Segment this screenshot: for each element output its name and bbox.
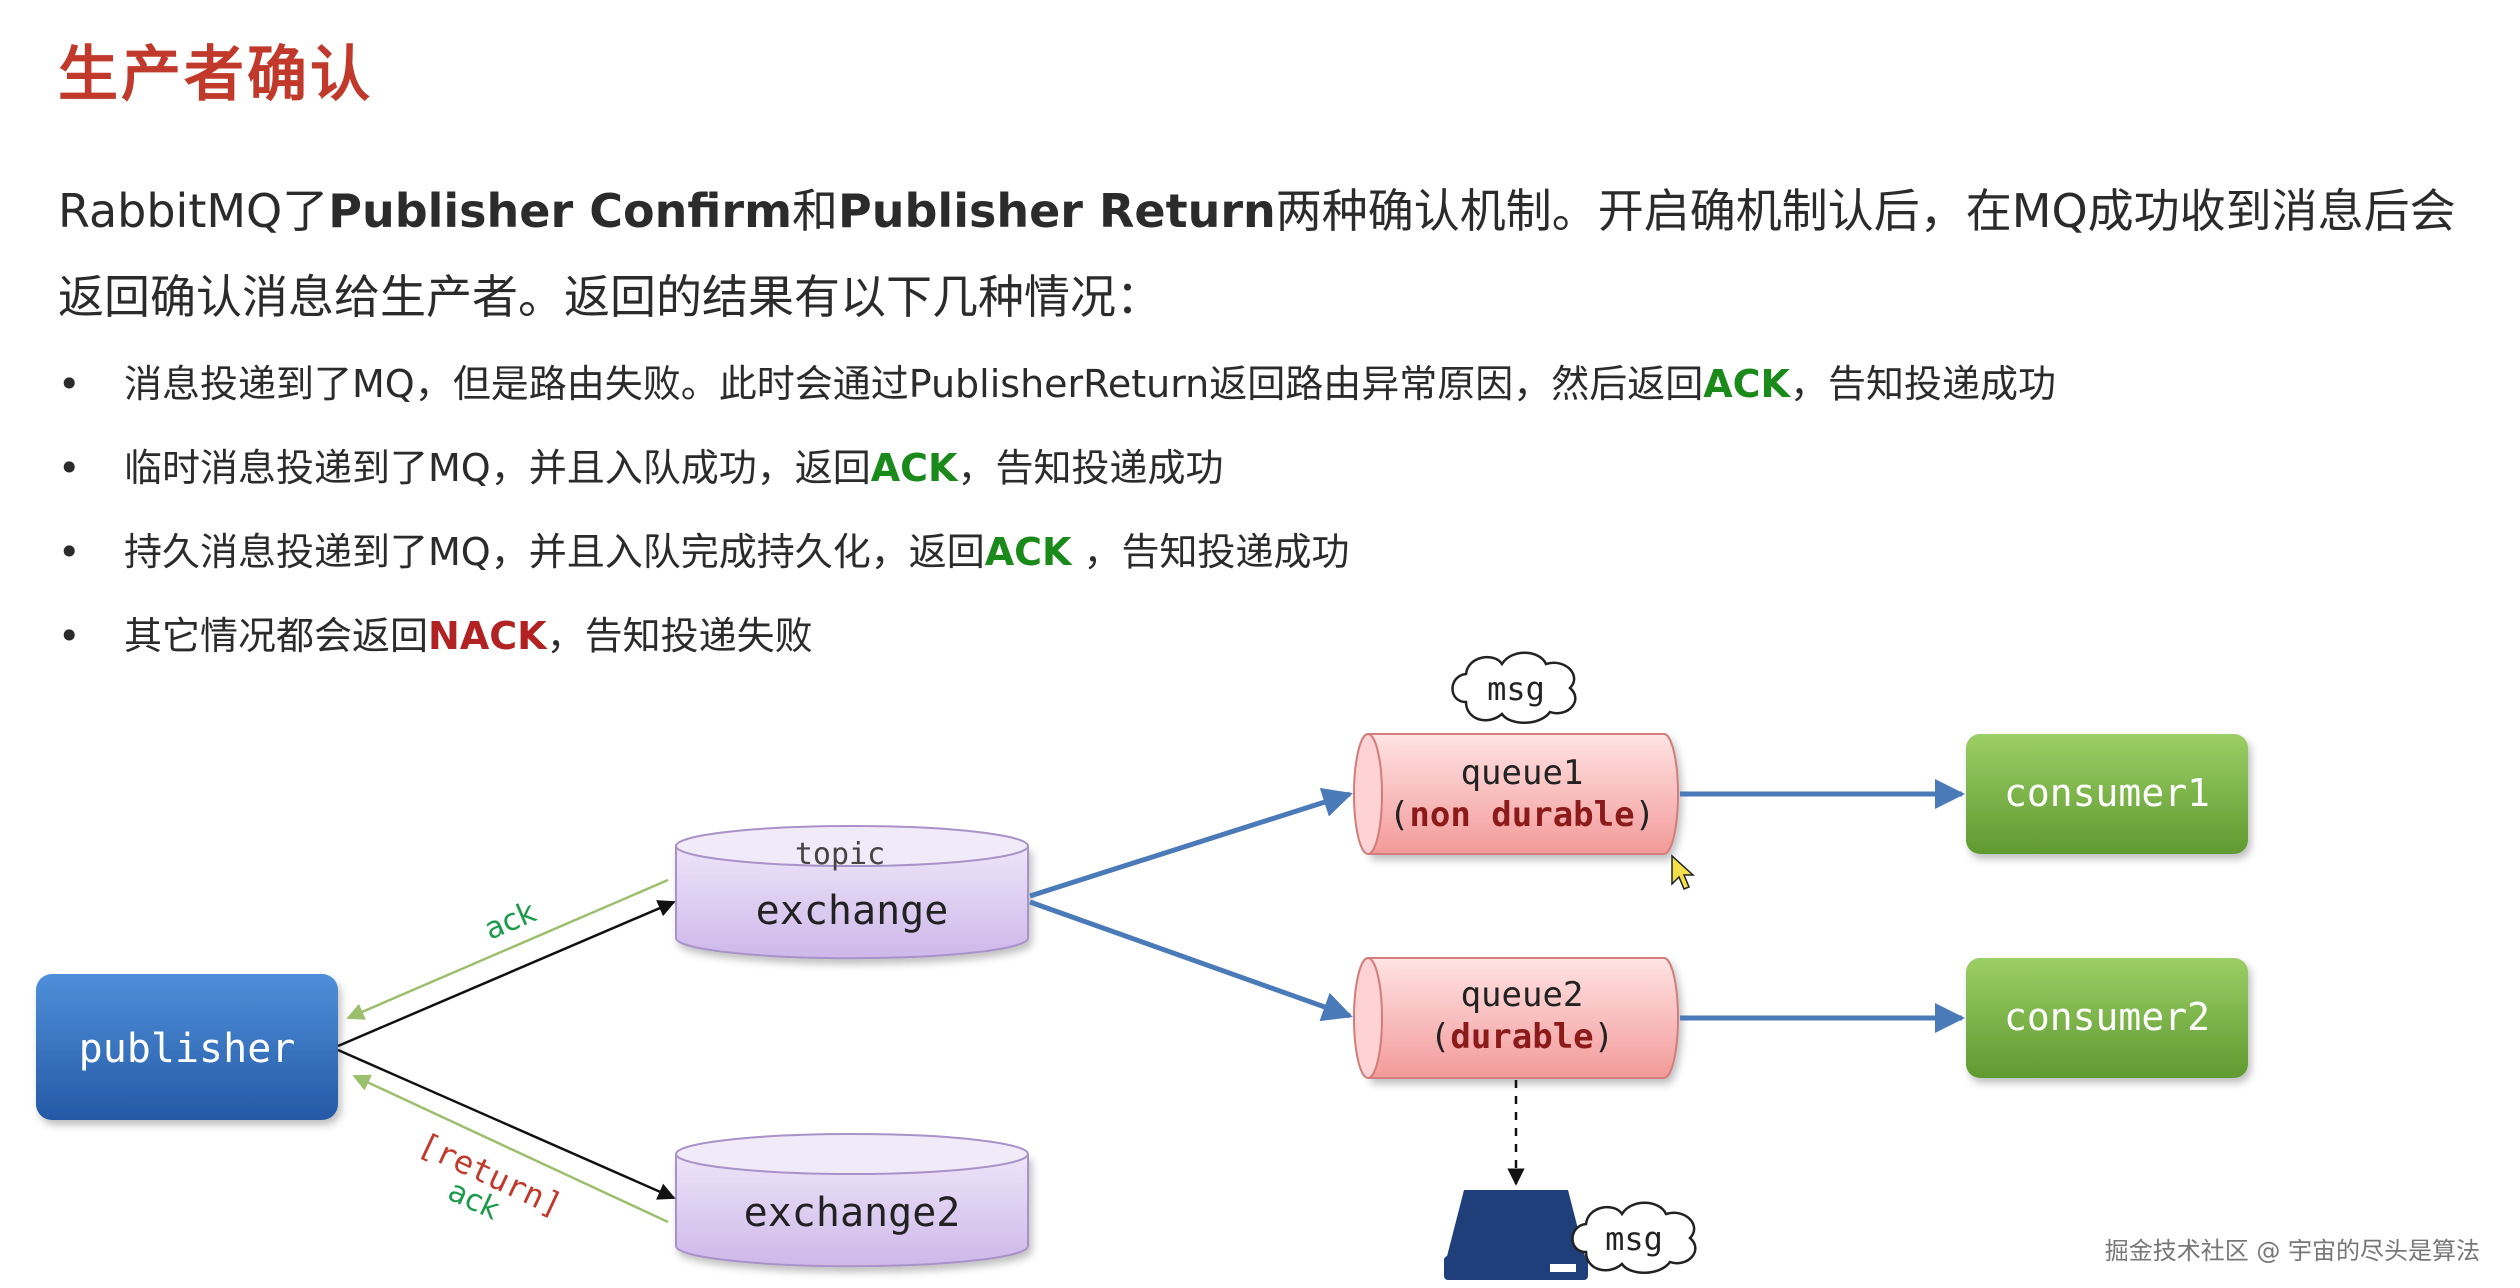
ack-keyword: ACK — [870, 446, 958, 490]
mouse-cursor-icon — [1671, 854, 1695, 890]
queue1-label: queue1 — [1461, 753, 1584, 793]
disk-icon — [1444, 1190, 1588, 1280]
exchange-type-label: topic — [795, 837, 885, 872]
page-title: 生产者确认 — [58, 40, 373, 110]
ack-keyword: ACK — [984, 530, 1072, 574]
consumer1-node: consumer1 — [1966, 734, 2248, 854]
exchange-node: topic exchange — [675, 825, 1029, 960]
exchange-label: exchange — [756, 888, 949, 934]
bullet-text-tail: ，告知投递成功 — [957, 446, 1224, 490]
bullet-text: 消息投递到了MQ，但是路由失败。此时会通过PublisherReturn返回路由… — [124, 362, 1704, 406]
queue2-node: queue2 (durable) — [1353, 957, 1679, 1079]
consumer1-label: consumer1 — [2004, 771, 2210, 815]
bullet-text-tail: ，告知投递成功 — [1790, 362, 2057, 406]
msg-cloud-disk: msg — [1571, 1201, 1697, 1274]
exchange-to-queue2-arrow — [1029, 899, 1353, 1022]
consumer2-label: consumer2 — [2004, 995, 2210, 1039]
bullet-text: 持久消息投递到了MQ，并且入队完成持久化，返回 — [124, 530, 985, 574]
ack-return-line-top — [346, 878, 669, 1020]
bullet-text-tail: ，告知投递失败 — [546, 614, 813, 658]
bullet-dot: • — [58, 446, 81, 490]
nack-keyword: NACK — [428, 614, 547, 658]
ack-return-line-bottom — [352, 1074, 669, 1224]
bullet-item: • 临时消息投递到了MQ，并且入队成功，返回ACK，告知投递成功 — [58, 426, 2358, 510]
queue2-durability: (durable) — [1430, 1017, 1614, 1057]
bullet-text-tail: ，告知投递成功 — [1071, 530, 1350, 574]
bullet-text: 其它情况都会返回 — [124, 614, 429, 658]
msg-label-top: msg — [1487, 670, 1545, 708]
bullet-item: • 消息投递到了MQ，但是路由失败。此时会通过PublisherReturn返回路… — [58, 342, 2358, 426]
intro-text-1: RabbitMQ了 — [58, 184, 329, 238]
queue1-node: queue1 (non durable) — [1353, 733, 1679, 855]
publisher-to-exchange-arrow — [337, 900, 676, 1048]
bullet-dot: • — [58, 530, 81, 574]
publisher-label: publisher — [79, 1026, 296, 1072]
intro-publisher-return: Publisher Return — [838, 184, 1276, 238]
queue1-durability: (non durable) — [1389, 795, 1655, 835]
ack-keyword: ACK — [1703, 362, 1790, 406]
consumer2-node: consumer2 — [1966, 958, 2248, 1078]
publisher-to-exchange2-arrow — [337, 1048, 676, 1200]
intro-paragraph: RabbitMQ了Publisher Confirm和Publisher Ret… — [58, 168, 2478, 340]
intro-publisher-confirm: Publisher Confirm — [328, 184, 793, 238]
queue2-label: queue2 — [1461, 975, 1584, 1015]
msg-label-disk: msg — [1605, 1220, 1663, 1258]
intro-text-2: 和 — [792, 184, 839, 238]
bullet-item: • 其它情况都会返回NACK，告知投递失败 — [58, 594, 2358, 678]
bullet-item: • 持久消息投递到了MQ，并且入队完成持久化，返回ACK ，告知投递成功 — [58, 510, 2358, 594]
bullet-text: 临时消息投递到了MQ，并且入队成功，返回 — [124, 446, 871, 490]
bullet-dot: • — [58, 362, 81, 406]
watermark: 掘金技术社区 @ 宇宙的尽头是算法 — [2104, 1237, 2480, 1265]
bullet-dot: • — [58, 614, 81, 658]
exchange2-node: exchange2 — [675, 1133, 1029, 1268]
result-bullet-list: • 消息投递到了MQ，但是路由失败。此时会通过PublisherReturn返回路… — [58, 342, 2358, 678]
intro-text-3: 两种确认机制。开启确机制认后，在MQ成功收到消息后会返回确认消息给生产者。返回的… — [58, 184, 2456, 324]
publisher-node: publisher — [36, 974, 338, 1120]
exchange2-label: exchange2 — [744, 1190, 961, 1236]
exchange-to-queue1-arrow — [1029, 787, 1353, 899]
msg-cloud-top: msg — [1451, 651, 1577, 724]
